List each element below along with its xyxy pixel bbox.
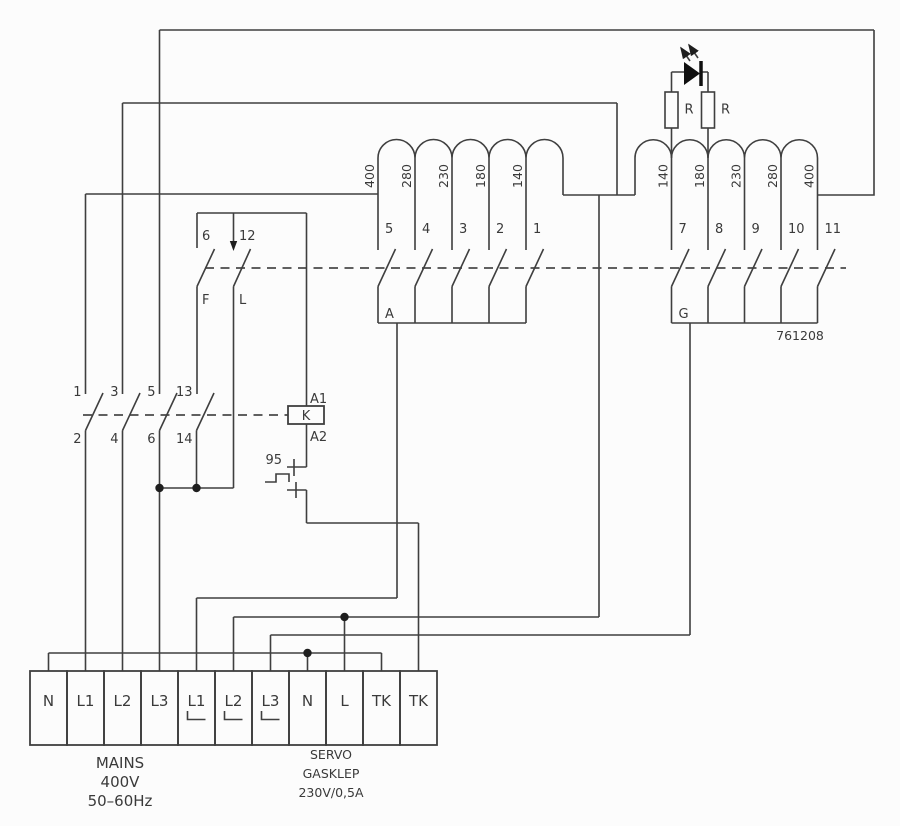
- terminal-label: N: [43, 692, 54, 710]
- left-selector-contacts: [377, 248, 545, 598]
- overload-terminal-label: 95: [265, 453, 282, 468]
- left-coil-arcs: [377, 138, 564, 159]
- control-terminal-12: 12: [239, 229, 256, 244]
- resistor-1: [664, 91, 679, 129]
- tap-label: 140: [510, 164, 525, 188]
- led-light-arrow-icon: [688, 43, 699, 59]
- control-unit: [196, 212, 308, 488]
- contact-number: 2: [496, 222, 504, 237]
- tap-label: 180: [692, 164, 707, 188]
- junction-dot: [303, 648, 312, 658]
- right-selector-blades: [670, 248, 836, 287]
- contact-number: 11: [825, 222, 842, 237]
- mains-caption: MAINS: [96, 754, 144, 772]
- terminal-link-icon: [223, 711, 243, 721]
- resistor-2: [700, 91, 716, 129]
- resistor-label: R: [685, 103, 694, 118]
- terminal-label: L: [340, 692, 349, 710]
- left-selector-blades: [377, 248, 545, 287]
- switch-number: 5: [147, 385, 155, 400]
- switch-number: 2: [73, 432, 81, 447]
- switch-number: 6: [147, 432, 155, 447]
- terminal-label: L1: [188, 692, 206, 710]
- right-coil-taps: [634, 158, 819, 250]
- right-selector-bus: [670, 286, 819, 635]
- left-coil-taps: [377, 158, 564, 250]
- contact-number: 7: [679, 222, 687, 237]
- main-switch-bottom-wires: [84, 430, 198, 671]
- contact-number: 8: [715, 222, 723, 237]
- main-switch: [84, 392, 215, 671]
- contact-number: 10: [788, 222, 805, 237]
- led-icon: [684, 62, 700, 85]
- tap-label: 280: [765, 164, 780, 188]
- switch-number: 4: [110, 432, 118, 447]
- tap-label: 230: [729, 164, 744, 188]
- switch-number: 3: [110, 385, 118, 400]
- mains-caption: 50–60Hz: [88, 792, 153, 810]
- thermal-contact-95: [265, 459, 420, 671]
- tap-label: 400: [362, 164, 377, 188]
- control-unit-blades: [196, 248, 252, 488]
- contactor-terminal-a2: A2: [310, 430, 327, 445]
- terminal-link-icon: [260, 711, 280, 721]
- bus-label-A: A: [385, 307, 394, 322]
- wire-top-routing: [84, 29, 875, 617]
- junction-dot: [155, 483, 164, 493]
- left-winding: [377, 138, 564, 250]
- right-winding: [634, 139, 819, 250]
- tap-label: 280: [399, 164, 414, 188]
- arrow-down-icon: [229, 241, 238, 251]
- tap-label: 140: [656, 164, 671, 188]
- right-coil-arcs: [634, 139, 819, 159]
- control-contact-F: F: [202, 293, 209, 308]
- led-circuit-wires: [670, 71, 709, 158]
- servo-caption: GASKLEP: [303, 766, 360, 781]
- terminal-label: TK: [408, 692, 429, 710]
- switch-number: 14: [176, 432, 193, 447]
- bus-label-G: G: [679, 307, 689, 322]
- led-light-arrow-icon: [680, 46, 691, 62]
- contact-number: 1: [533, 222, 541, 237]
- tap-label: 180: [473, 164, 488, 188]
- resistor-label: R: [721, 103, 730, 118]
- main-switch-blades: [84, 392, 215, 431]
- servo-caption: 230V/0,5A: [298, 785, 364, 800]
- tap-label: 400: [802, 164, 817, 188]
- tap-label: 230: [436, 164, 451, 188]
- contactor-coil-label: K: [302, 409, 311, 424]
- left-selector-bus: [377, 286, 527, 598]
- terminal-label: L3: [262, 692, 280, 710]
- junction-dot: [192, 483, 201, 493]
- control-terminal-6: 6: [202, 229, 210, 244]
- servo-caption: SERVO: [310, 747, 352, 762]
- terminal-label: L1: [77, 692, 95, 710]
- terminal-label: TK: [371, 692, 392, 710]
- terminal-label: N: [302, 692, 313, 710]
- mains-caption: 400V: [101, 773, 141, 791]
- contact-number: 3: [459, 222, 467, 237]
- contact-number: 5: [385, 222, 393, 237]
- terminal-label: L3: [151, 692, 169, 710]
- led-indicator: [664, 43, 716, 158]
- right-selector-contacts: [670, 248, 836, 635]
- switch-number: 1: [73, 385, 81, 400]
- terminal-link-icon: [186, 711, 206, 721]
- part-number: 761208: [776, 328, 824, 343]
- terminal-block: [29, 670, 438, 746]
- contactor-K: [265, 405, 420, 671]
- control-contact-L: L: [239, 293, 247, 308]
- junction-dot: [340, 612, 349, 622]
- contact-number: 4: [422, 222, 430, 237]
- switch-number: 13: [176, 385, 193, 400]
- control-unit-frame: [196, 212, 308, 406]
- contact-number: 9: [752, 222, 760, 237]
- terminal-label: L2: [114, 692, 132, 710]
- terminal-label: L2: [225, 692, 243, 710]
- terminal-cell: [399, 670, 438, 746]
- contactor-terminal-a1: A1: [310, 392, 327, 407]
